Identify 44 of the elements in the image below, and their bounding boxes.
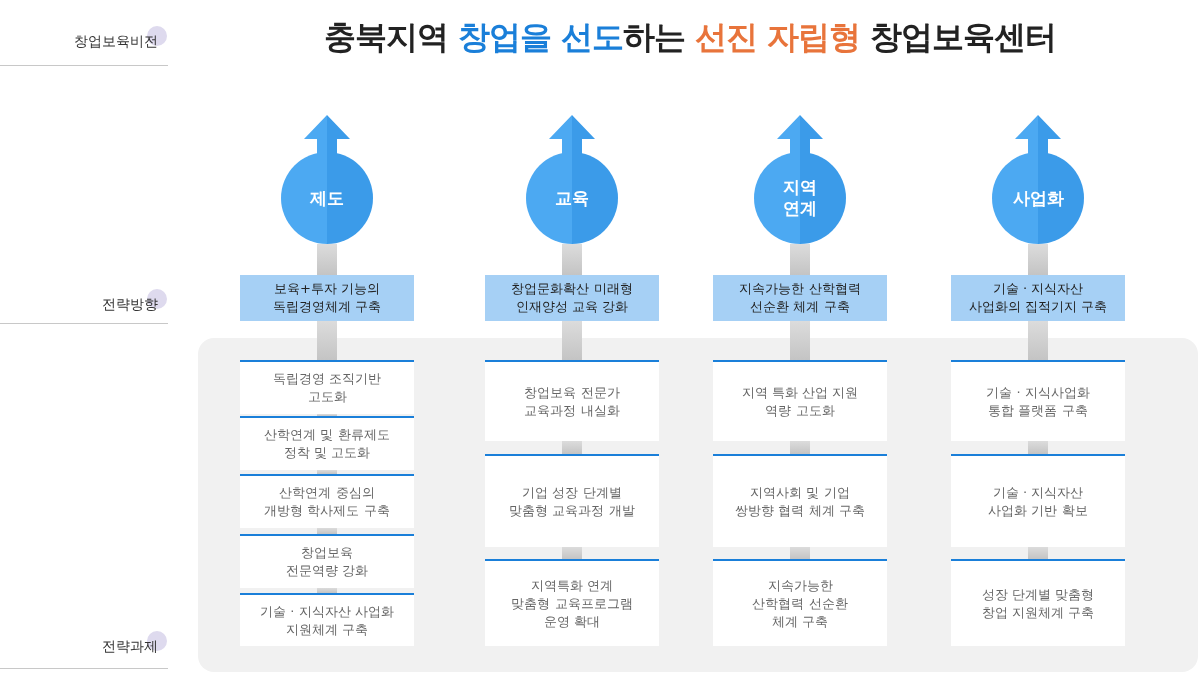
task-card: 기술 · 지식자산 사업화 지원체계 구축: [240, 593, 414, 646]
task-card: 창업보육 전문역량 강화: [240, 534, 414, 588]
task-card: 지역특화 연계 맞춤형 교육프로그램 운영 확대: [485, 559, 659, 646]
connector-bar: [1028, 547, 1048, 559]
task-card: 성장 단계별 맞춤형 창업 지원체계 구축: [951, 559, 1125, 646]
row-label: 전략방향: [102, 296, 158, 314]
connector-bar: [790, 244, 810, 275]
task-card: 지역 특화 산업 지원 역량 고도화: [713, 360, 887, 441]
task-card: 지속가능한 산학협력 선순환 체계 구축: [713, 559, 887, 646]
connector-bar: [317, 321, 337, 360]
connector-bar: [1028, 244, 1048, 275]
connector-bar: [790, 321, 810, 360]
strategy-box: 지속가능한 산학협력 선순환 체계 구축: [713, 275, 887, 321]
strategy-box: 기술 · 지식자산 사업화의 집적기지 구축: [951, 275, 1125, 321]
category-circle: 사업화: [992, 152, 1084, 244]
title: 충북지역 창업을 선도하는 선진 자립형 창업보육센터: [323, 17, 1057, 58]
connector-bar: [790, 547, 810, 559]
connector-bar: [317, 470, 337, 474]
task-card: 산학연계 및 환류제도 정착 및 고도화: [240, 416, 414, 470]
connector-bar: [562, 547, 582, 559]
task-card: 독립경영 조직기반 고도화: [240, 360, 414, 414]
task-card: 기술 · 지식자산 사업화 기반 확보: [951, 454, 1125, 547]
category-circle: 지역 연계: [754, 152, 846, 244]
strategy-box: 창업문화확산 미래형 인재양성 교육 강화: [485, 275, 659, 321]
task-card: 기업 성장 단계별 맞춤형 교육과정 개발: [485, 454, 659, 547]
category-circle: 교육: [526, 152, 618, 244]
connector-bar: [1028, 321, 1048, 360]
row-label: 창업보육비전: [74, 33, 158, 51]
task-card: 기술 · 지식사업화 통합 플랫폼 구축: [951, 360, 1125, 441]
connector-bar: [317, 244, 337, 275]
row-label: 전략과제: [102, 638, 158, 656]
connector-bar: [317, 414, 337, 416]
connector-bar: [562, 441, 582, 454]
connector-bar: [317, 588, 337, 593]
connector-bar: [790, 441, 810, 454]
task-card: 지역사회 및 기업 쌍방향 협력 체계 구축: [713, 454, 887, 547]
task-card: 창업보육 전문가 교육과정 내실화: [485, 360, 659, 441]
strategy-box: 보육+투자 기능의 독립경영체계 구축: [240, 275, 414, 321]
connector-bar: [317, 528, 337, 534]
category-circle: 제도: [281, 152, 373, 244]
connector-bar: [562, 321, 582, 360]
task-card: 산학연계 중심의 개방형 학사제도 구축: [240, 474, 414, 528]
connector-bar: [562, 244, 582, 275]
connector-bar: [1028, 441, 1048, 454]
